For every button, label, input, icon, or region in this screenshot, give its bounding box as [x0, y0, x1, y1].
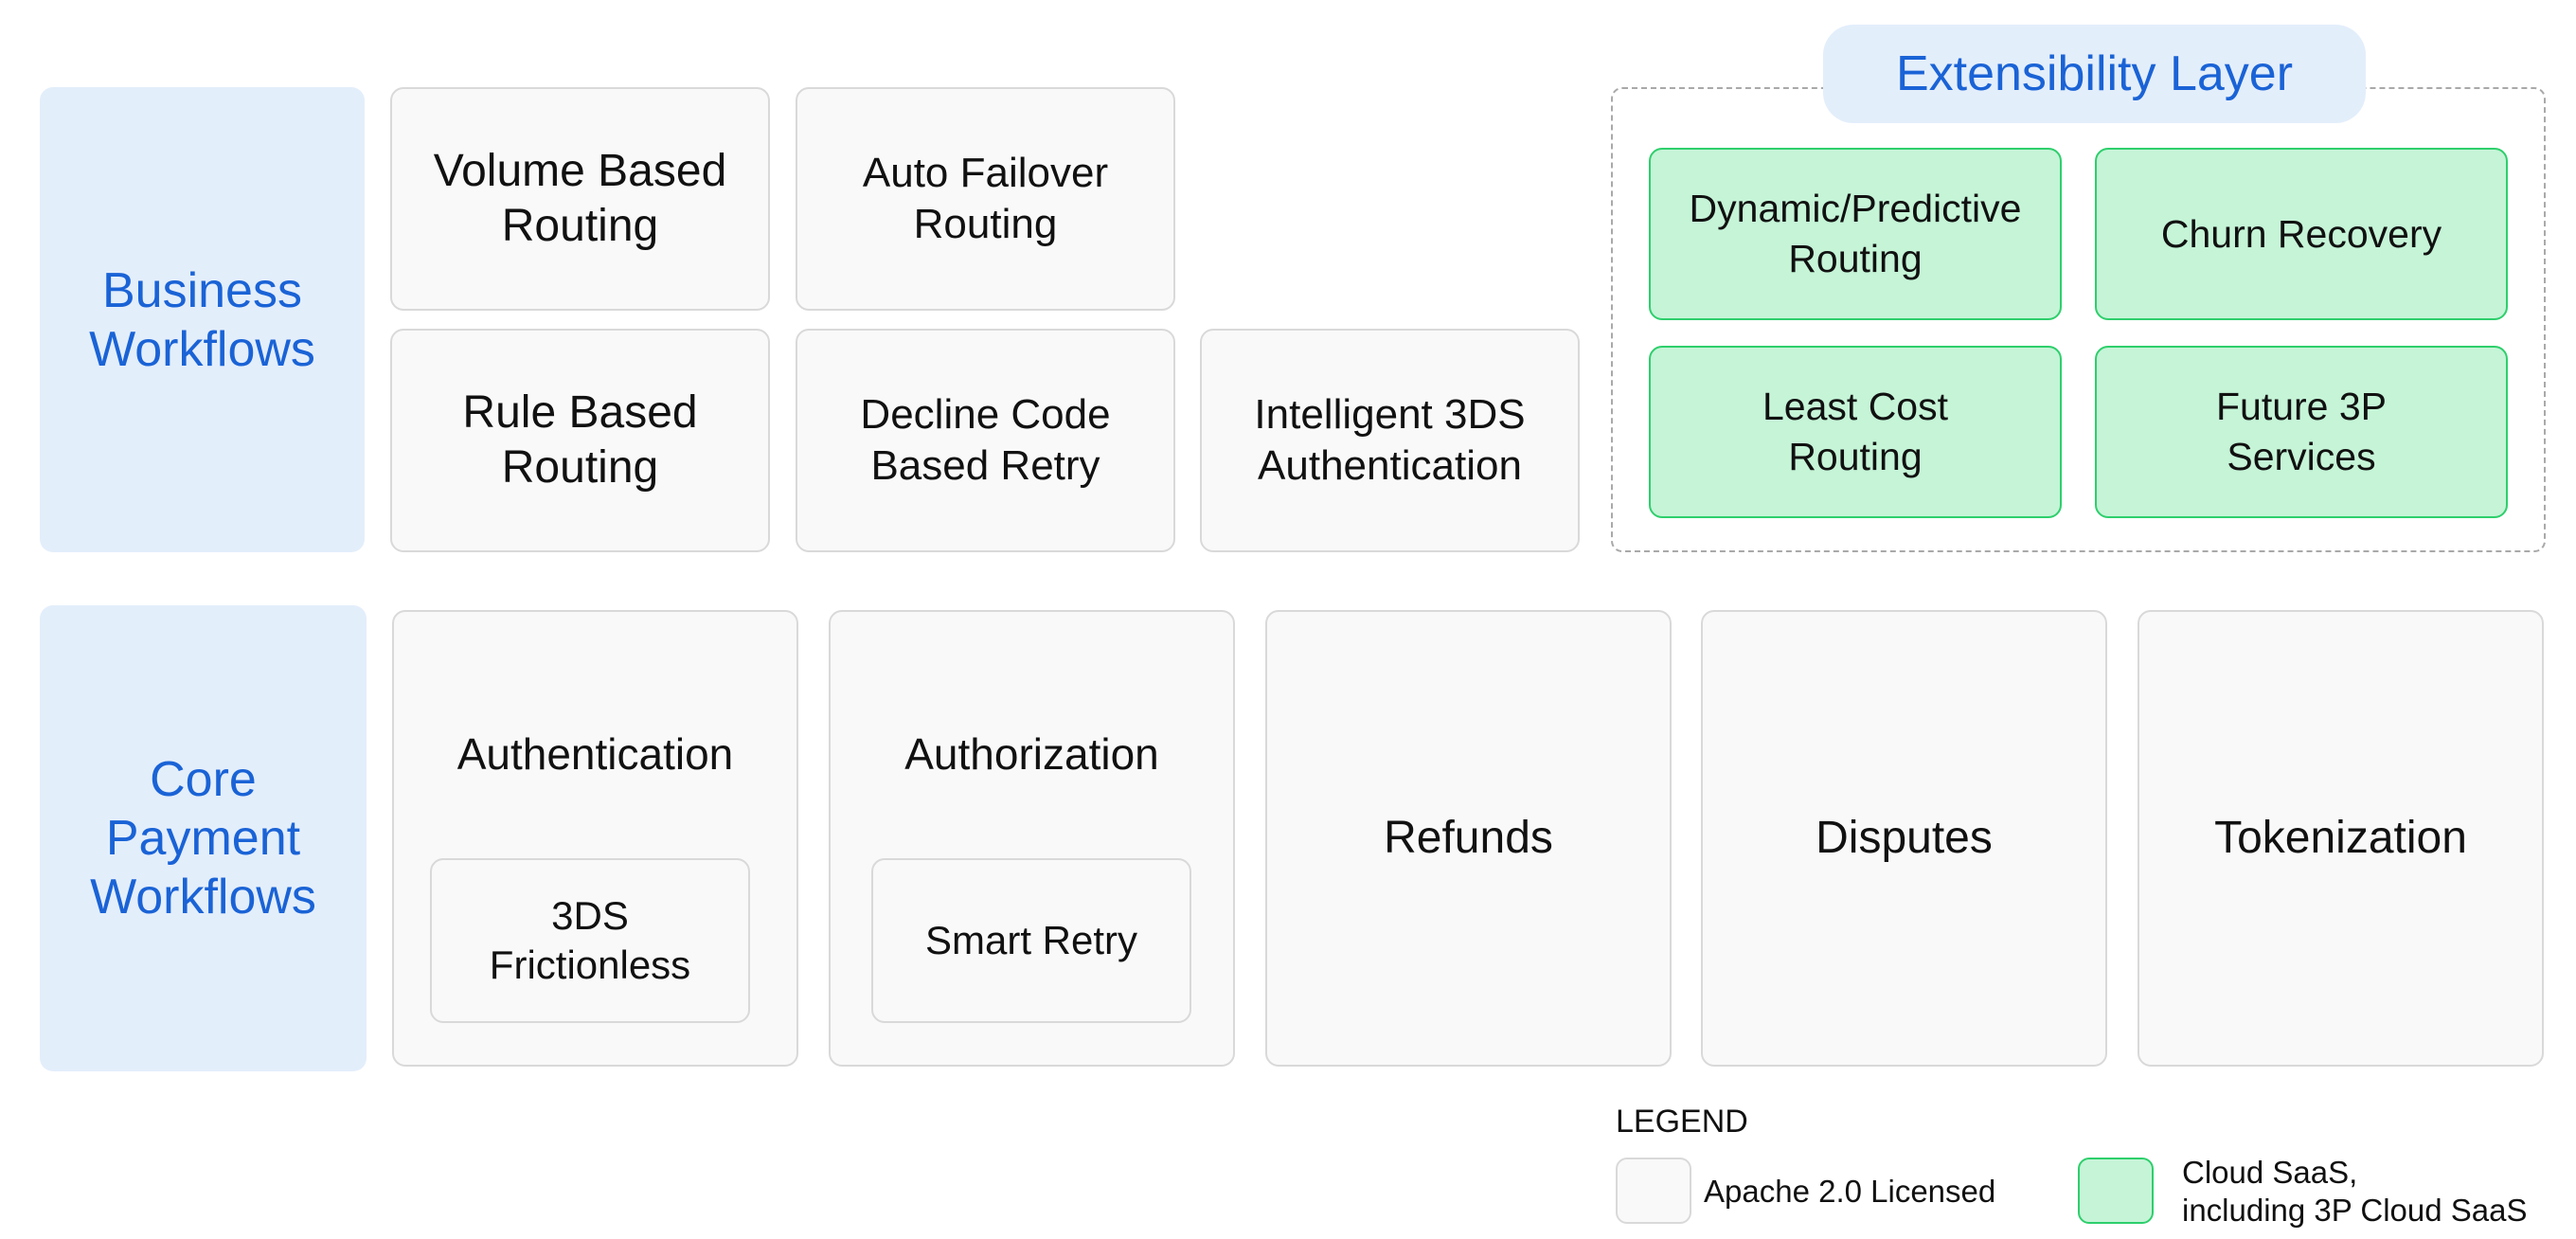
intelligent-3ds-authentication-box: Intelligent 3DS Authentication — [1200, 329, 1580, 552]
legend-label-cloud-saas: Cloud SaaS, including 3P Cloud SaaS — [2182, 1155, 2528, 1228]
core-payment-workflows-label: Core Payment Workflows — [40, 605, 367, 1071]
business-workflows-label: Business Workflows — [40, 87, 365, 552]
authorization-label: Authorization — [904, 729, 1159, 779]
authentication-box: Authentication 3DS Frictionless — [392, 610, 798, 1067]
least-cost-routing-box: Least Cost Routing — [1649, 346, 2062, 518]
extensibility-layer-title: Extensibility Layer — [1823, 25, 2366, 123]
decline-code-based-retry-box: Decline Code Based Retry — [796, 329, 1175, 552]
tokenization-box: Tokenization — [2138, 610, 2544, 1067]
volume-based-routing-box: Volume Based Routing — [390, 87, 770, 311]
legend-title: LEGEND — [1616, 1104, 1748, 1140]
churn-recovery-box: Churn Recovery — [2095, 148, 2508, 320]
authentication-label: Authentication — [456, 729, 734, 779]
future-3p-services-box: Future 3P Services — [2095, 346, 2508, 518]
disputes-box: Disputes — [1701, 610, 2107, 1067]
legend-swatch-open-source — [1616, 1158, 1691, 1224]
3ds-frictionless-box: 3DS Frictionless — [430, 858, 750, 1023]
legend-swatch-cloud-saas — [2078, 1158, 2154, 1224]
dynamic-predictive-routing-box: Dynamic/Predictive Routing — [1649, 148, 2062, 320]
smart-retry-box: Smart Retry — [871, 858, 1191, 1023]
legend-label-open-source: Apache 2.0 Licensed — [1704, 1174, 1996, 1209]
rule-based-routing-box: Rule Based Routing — [390, 329, 770, 552]
auto-failover-routing-box: Auto Failover Routing — [796, 87, 1175, 311]
refunds-box: Refunds — [1265, 610, 1672, 1067]
authorization-box: Authorization Smart Retry — [829, 610, 1235, 1067]
